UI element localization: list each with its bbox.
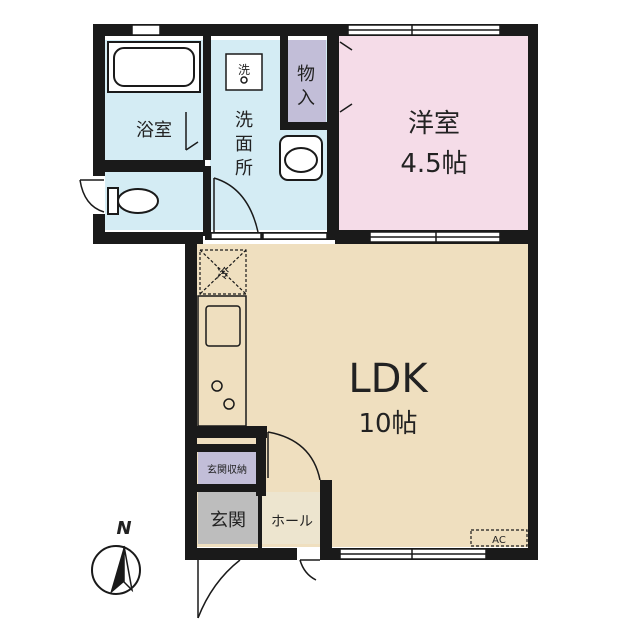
bathtub [107,41,201,93]
stove-burners-icon [211,380,235,410]
room-label-hall: ホール [271,514,313,530]
aircon-unit [470,529,528,547]
toilet-fixture [107,187,159,215]
room-label-bath: 浴室 [136,120,172,141]
hall-floor [262,492,322,544]
room-label-entrance-storage: 玄関収納 [207,463,247,476]
fridge-space [199,249,247,295]
room-label-entrance: 玄関 [210,510,246,531]
compass-north-label: N [116,518,131,539]
room-size-western: 4.5帖 [400,149,467,179]
walls [93,24,538,560]
room-label-western: 洋室 [408,109,460,139]
washer-label: 洗 [238,63,250,77]
room-label-storage: 物 入 [297,64,315,109]
western-room-floor [338,36,530,230]
svg-text:洗: 洗 [235,110,253,131]
room-size-ldk: 10帖 [358,409,417,439]
storage-floor [288,40,326,122]
svg-text:物: 物 [297,64,315,85]
aircon-label: AC [492,535,506,546]
entrance-floor [198,492,258,544]
svg-text:所: 所 [235,158,253,179]
room-label-ldk: LDK [348,356,429,402]
window-sash-lines [340,25,500,559]
fridge-label: 冷 [216,267,229,282]
north-compass-icon [91,545,141,595]
room-label-washroom: 洗 面 所 [235,110,253,179]
svg-text:入: 入 [297,88,315,109]
entrance-storage-floor [198,452,256,484]
doors [79,41,353,619]
svg-text:面: 面 [235,134,253,155]
wash-basin [279,135,323,181]
washing-machine [225,53,263,91]
kitchen-counter [197,295,247,427]
